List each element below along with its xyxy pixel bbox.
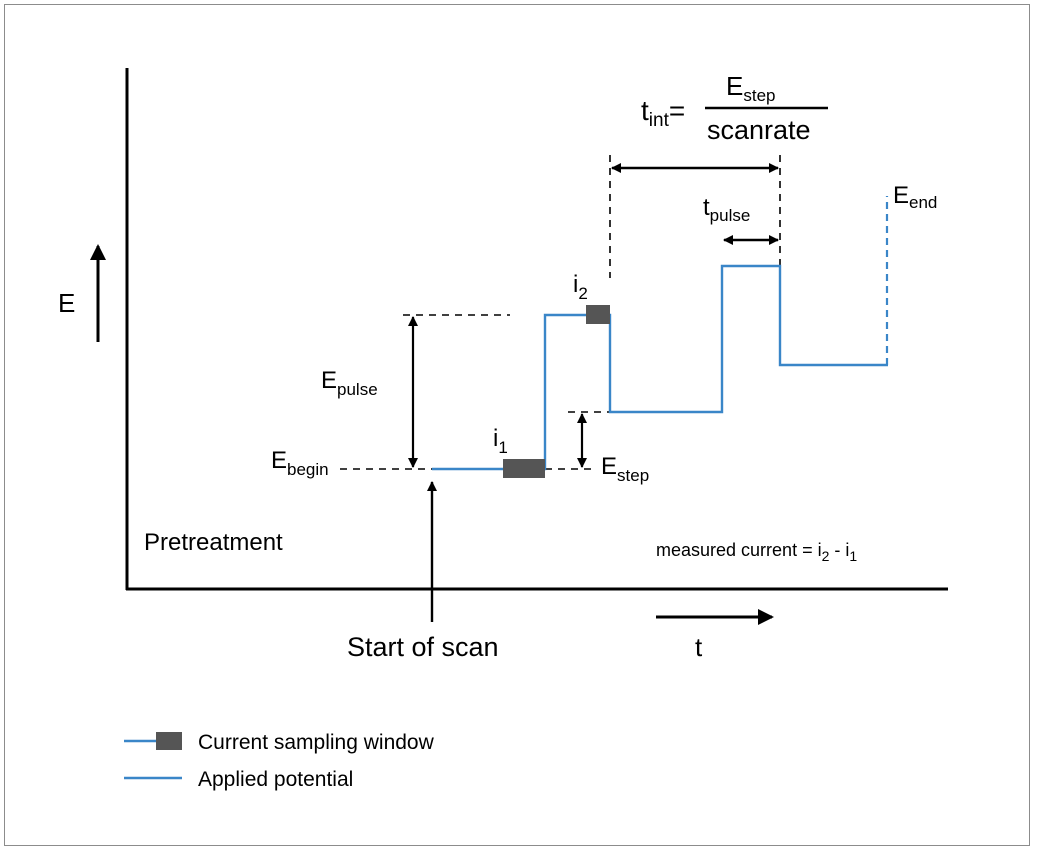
i2-label: i2 (573, 271, 588, 303)
legend-sampling-label: Current sampling window (198, 731, 435, 754)
e-pulse-label: Epulse (321, 367, 378, 399)
e-end-label: Eend (893, 182, 937, 212)
reference-dashes (340, 155, 781, 470)
t-int-numerator: Estep (726, 71, 775, 105)
e-step-label: Estep (601, 453, 649, 485)
e-begin-label: Ebegin (271, 447, 329, 479)
t-int-denominator: scanrate (707, 115, 811, 145)
x-axis-label: t (695, 632, 703, 662)
measured-current-label: measured current = i2 - i1 (656, 540, 857, 564)
pretreatment-label: Pretreatment (144, 529, 283, 556)
t-pulse-label: tpulse (703, 194, 750, 225)
legend-potential-label: Applied potential (198, 768, 353, 791)
applied-potential-waveform (432, 264, 888, 471)
legend-sampling-swatch (156, 732, 182, 750)
start-of-scan-label: Start of scan (347, 632, 499, 662)
sampling-window-i2 (586, 305, 610, 324)
legend-item-sampling-window: Current sampling window (124, 731, 435, 754)
legend-item-applied-potential: Applied potential (124, 768, 353, 791)
t-int-label: tint= (641, 95, 685, 131)
i1-label: i1 (493, 425, 508, 457)
sampling-window-i1 (503, 459, 545, 478)
figure-frame (4, 4, 1030, 846)
y-axis-label: E (58, 288, 75, 318)
legend: Current sampling window Applied potentia… (124, 731, 435, 791)
